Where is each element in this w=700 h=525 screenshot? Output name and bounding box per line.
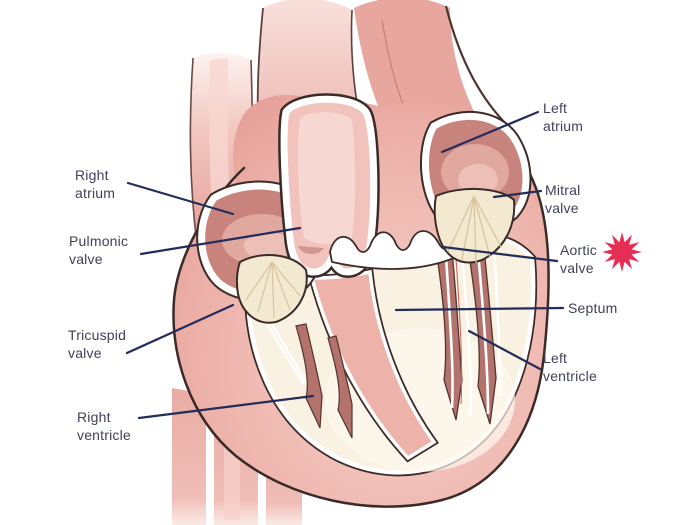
rv-papillary-1 — [295, 323, 323, 429]
label-text: valve — [69, 251, 103, 267]
lv-chorda-3 — [476, 251, 490, 415]
left-ventricle-region — [435, 247, 502, 425]
lv-chorda-2 — [460, 253, 472, 417]
label-text: Aortic — [560, 242, 597, 258]
mitral-valve-shape — [433, 188, 516, 264]
label-text: Tricuspid — [68, 327, 127, 343]
svc-left-edge — [189, 57, 198, 246]
leader-left-ventricle — [467, 329, 542, 371]
label-text: ventricle — [77, 427, 131, 443]
la-highlight-inner — [458, 164, 498, 196]
label-text: valve — [545, 200, 579, 216]
lv-chorda-4 — [492, 249, 502, 397]
label-text: Pulmonic — [69, 233, 129, 249]
tricuspid-valve-shape — [235, 254, 308, 324]
label-text: Left — [543, 350, 568, 366]
label-septum: Septum — [568, 299, 617, 317]
trunk-highlight — [297, 112, 355, 244]
label-text: valve — [560, 260, 594, 276]
leader-pulmonic-valve — [139, 226, 302, 256]
label-right-ventricle: Right ventricle — [77, 408, 131, 444]
label-left-atrium: Left atrium — [543, 99, 583, 135]
lv-chorda-stripe — [455, 257, 463, 405]
leader-lines — [125, 110, 565, 420]
leader-mitral-valve — [492, 189, 543, 199]
label-text: atrium — [75, 185, 116, 201]
label-mitral-valve: Mitral valve — [545, 181, 580, 217]
label-pulmonic-valve: Pulmonic valve — [69, 232, 128, 268]
label-text: Right — [75, 167, 109, 183]
leader-septum — [394, 306, 565, 312]
lv-papillary-1 — [435, 249, 463, 421]
label-text: Left — [543, 100, 568, 116]
lv-papillary-2 — [467, 247, 497, 425]
label-text: atrium — [543, 118, 584, 134]
label-text: Septum — [568, 300, 618, 316]
tricuspid-fan-lines — [245, 261, 301, 319]
label-text: ventricle — [543, 368, 597, 384]
leader-left-atrium — [440, 110, 540, 154]
label-text: Mitral — [545, 182, 581, 198]
leader-right-atrium — [126, 181, 235, 216]
label-tricuspid-valve: Tricuspid valve — [68, 326, 126, 362]
leader-aortic-valve — [441, 245, 559, 263]
rv-papillary-2 — [327, 335, 353, 439]
mitral-fan-lines — [447, 195, 502, 264]
pulmonary-trunk-shape — [278, 93, 380, 279]
aortic-valve-scallops — [329, 230, 456, 270]
leader-right-ventricle — [137, 394, 315, 420]
starburst-icon — [602, 232, 642, 272]
label-aortic-valve: Aortic valve — [560, 241, 597, 277]
ra-highlight-inner — [244, 232, 292, 260]
lv-chorda-1 — [444, 255, 454, 409]
label-text: Right — [77, 409, 111, 425]
vessel-band-1 — [172, 388, 206, 525]
pulmonic-cusp-shade-1 — [298, 246, 324, 255]
label-text: valve — [68, 345, 102, 361]
label-left-ventricle: Left ventricle — [543, 349, 597, 385]
label-right-atrium: Right atrium — [75, 166, 115, 202]
leader-tricuspid-valve — [125, 303, 235, 355]
heart-outline — [172, 112, 550, 508]
tricuspid-fan — [235, 254, 308, 324]
